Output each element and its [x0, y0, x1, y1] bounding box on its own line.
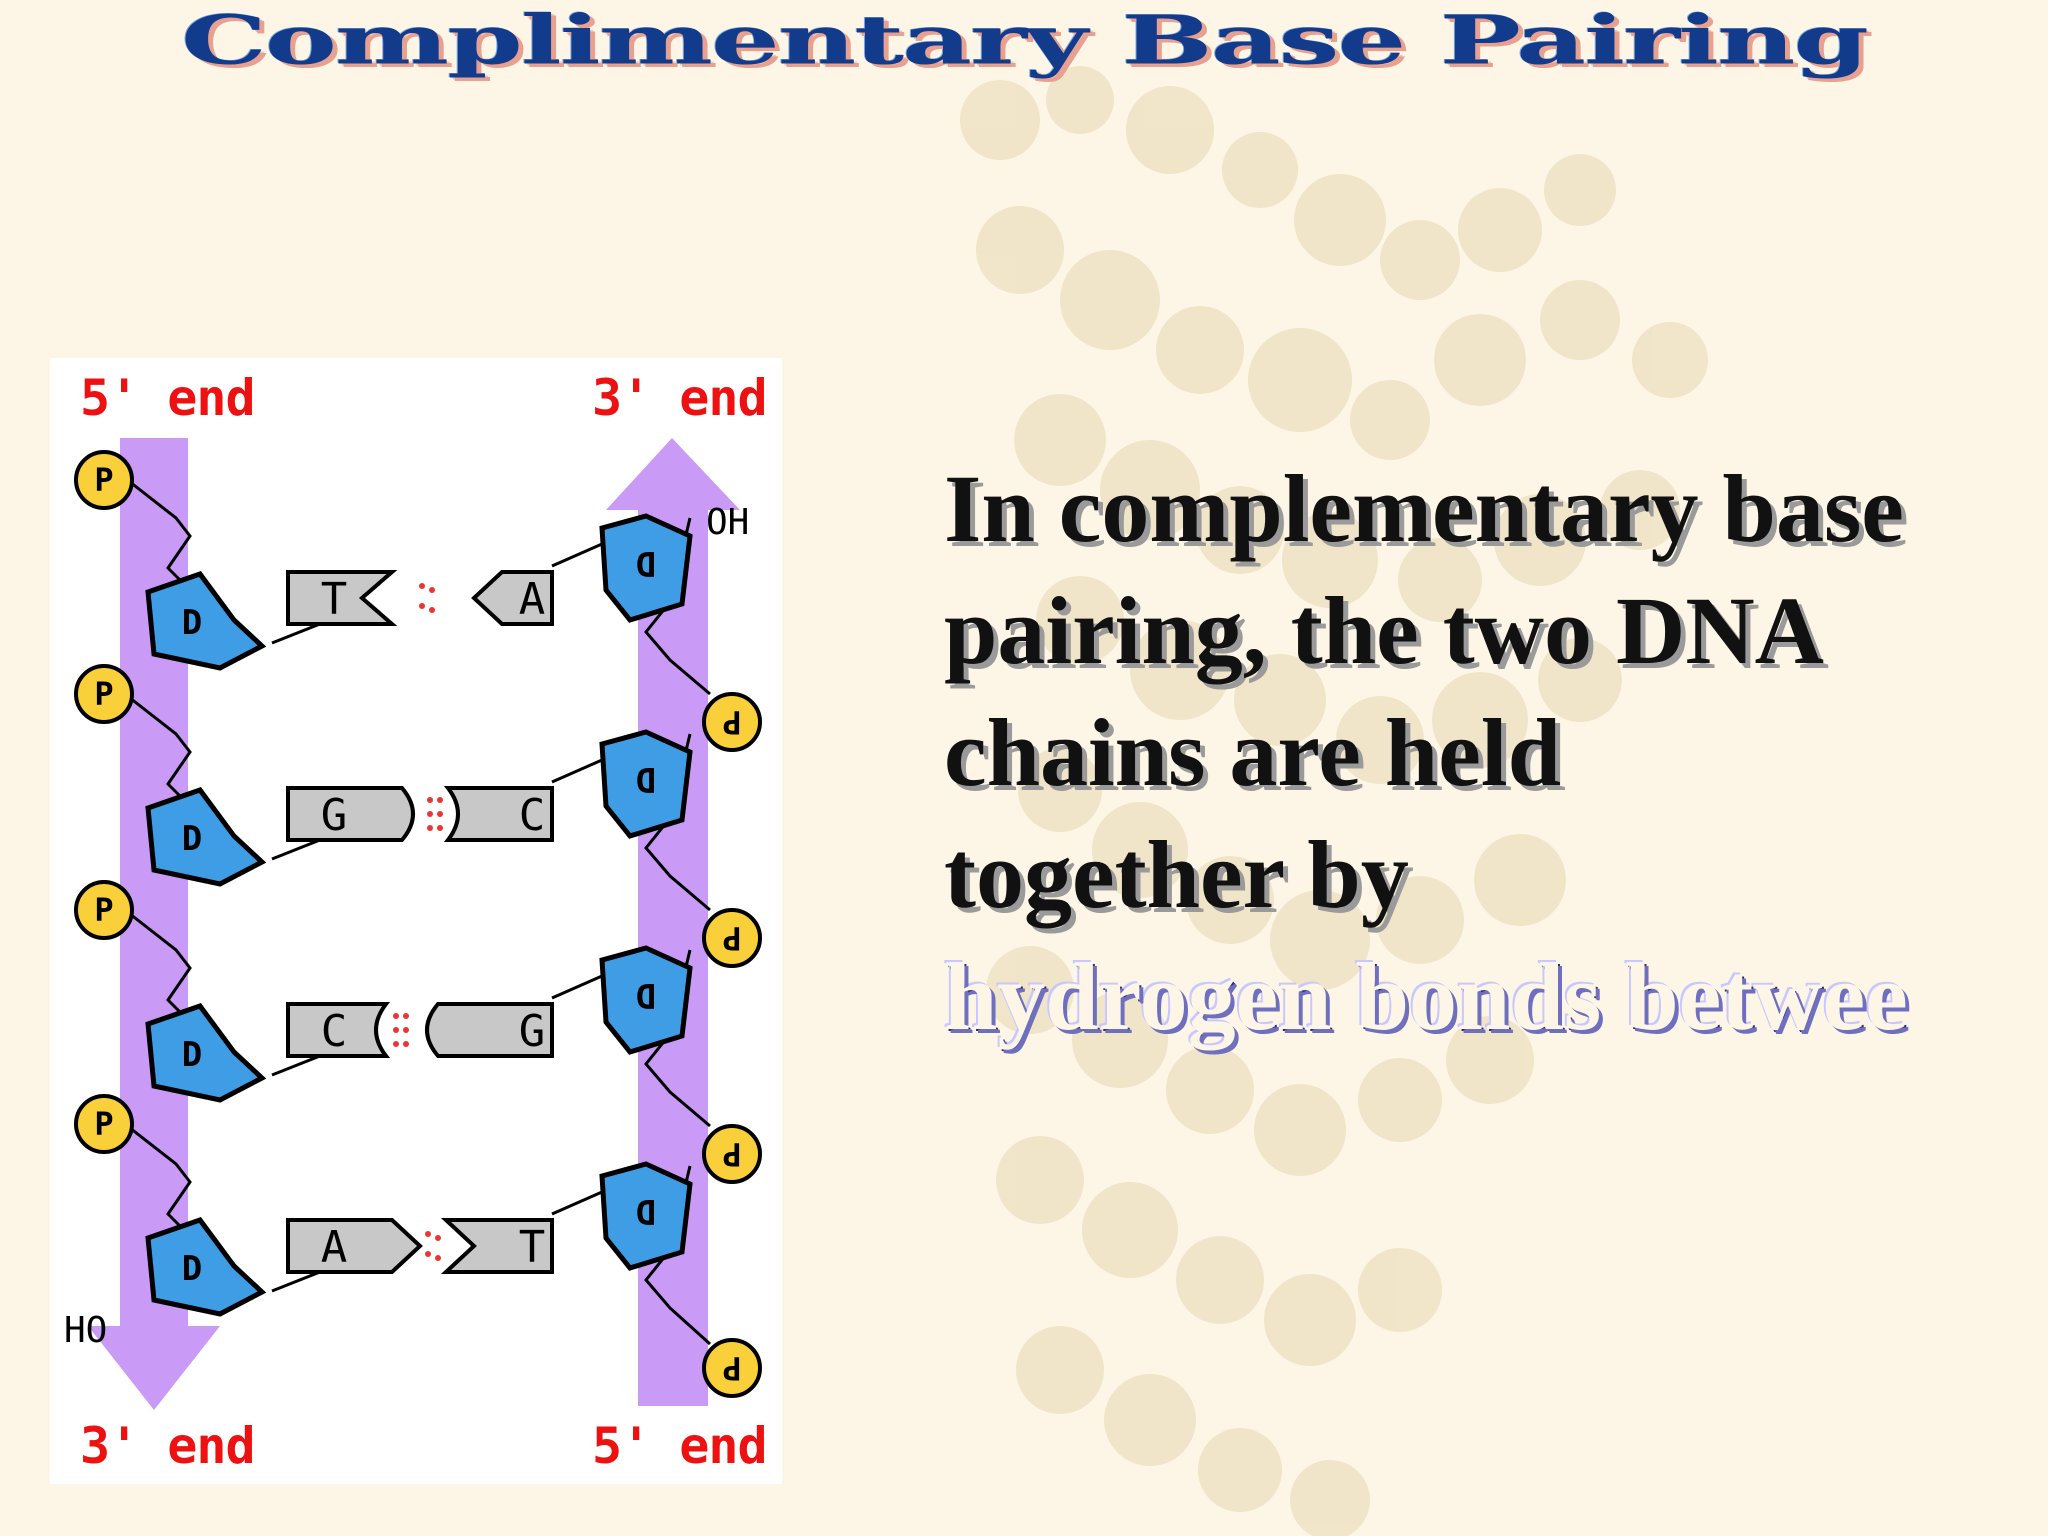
dna-base-pairing-diagram: P P P P P P P P D D D D	[64, 438, 762, 1410]
phosphate-icon	[74, 1094, 134, 1154]
phosphate-letter: P	[722, 1349, 741, 1387]
base-letter: C	[519, 790, 546, 841]
right-bottom-end-label: 5' end	[592, 1417, 768, 1475]
base-letter: G	[321, 790, 348, 841]
deoxyribose-letter: D	[182, 1035, 202, 1075]
base-shape	[471, 570, 554, 626]
left-top-end-label: 5' end	[80, 369, 256, 427]
base-letter: A	[321, 1222, 348, 1273]
base-letter: C	[321, 1006, 348, 1057]
base-letter: A	[519, 574, 546, 625]
phosphate-letter: P	[722, 1135, 741, 1173]
left-backbone-1	[129, 480, 192, 592]
left-bottom-end-label: 3' end	[80, 1417, 256, 1475]
right-oh-label: OH	[706, 502, 749, 543]
slide-body-text: In complementary base pairing, the two D…	[944, 448, 2004, 1058]
deoxyribose-letter: D	[182, 1249, 202, 1289]
phosphate-letter: P	[722, 703, 741, 741]
phosphate-icon	[702, 908, 762, 968]
deoxyribose-icon	[145, 787, 267, 887]
base-shape	[425, 1002, 554, 1058]
deoxyribose-letter: D	[636, 1191, 656, 1231]
right-phosphates	[702, 692, 762, 1398]
base-letter: T	[321, 574, 348, 625]
deoxyribose-icon	[599, 945, 693, 1055]
deoxyribose-icon	[145, 571, 267, 671]
deoxyribose-letter: D	[636, 759, 656, 799]
body-line: chains are held	[944, 699, 1561, 806]
base-shape	[286, 570, 398, 626]
right-top-end-label: 3' end	[592, 369, 768, 427]
phosphate-icon	[702, 692, 762, 752]
phosphate-letter: P	[722, 919, 741, 957]
body-line: together by	[944, 821, 1409, 928]
base-shape	[286, 786, 415, 842]
phosphate-letter: P	[94, 461, 113, 499]
left-backbone-4	[129, 1126, 192, 1238]
phosphate-icon	[74, 664, 134, 724]
highlight-line: hydrogen bonds betwee	[944, 943, 1908, 1050]
deoxyribose-icon	[145, 1003, 267, 1103]
phosphate-letter: P	[94, 675, 113, 713]
dna-diagram-panel: P P P P P P P P D D D D	[50, 358, 782, 1484]
deoxyribose-icon	[145, 1217, 267, 1317]
phosphate-icon	[702, 1338, 762, 1398]
left-phosphates	[74, 450, 134, 1154]
left-backbone-3	[129, 912, 192, 1024]
base-letter: G	[519, 1006, 546, 1057]
deoxyribose-letter: D	[636, 975, 656, 1015]
base-letter: T	[519, 1222, 546, 1273]
deoxyribose-icon	[599, 513, 693, 623]
deoxyribose-letter: D	[182, 819, 202, 859]
slide-title: Complimentary Base Pairing	[180, 1, 1869, 80]
background-helix-image	[960, 66, 1708, 1536]
phosphate-icon	[74, 880, 134, 940]
body-line: In complementary base	[944, 455, 1904, 562]
base-shape	[440, 1218, 554, 1274]
deoxyribose-letter: D	[182, 603, 202, 643]
left-backbone-2	[129, 696, 192, 808]
base-shape	[443, 786, 554, 842]
deoxyribose-icon	[599, 1161, 693, 1271]
phosphate-letter: P	[94, 891, 113, 929]
deoxyribose-letter: D	[636, 543, 656, 583]
base-shape	[286, 1218, 423, 1274]
left-ho-label: HO	[64, 1310, 107, 1351]
body-line: pairing, the two DNA	[944, 577, 1824, 684]
deoxyribose-icon	[599, 729, 693, 839]
base-shape	[286, 1002, 391, 1058]
phosphate-letter: P	[94, 1105, 113, 1143]
phosphate-icon	[74, 450, 134, 510]
phosphate-icon	[702, 1124, 762, 1184]
